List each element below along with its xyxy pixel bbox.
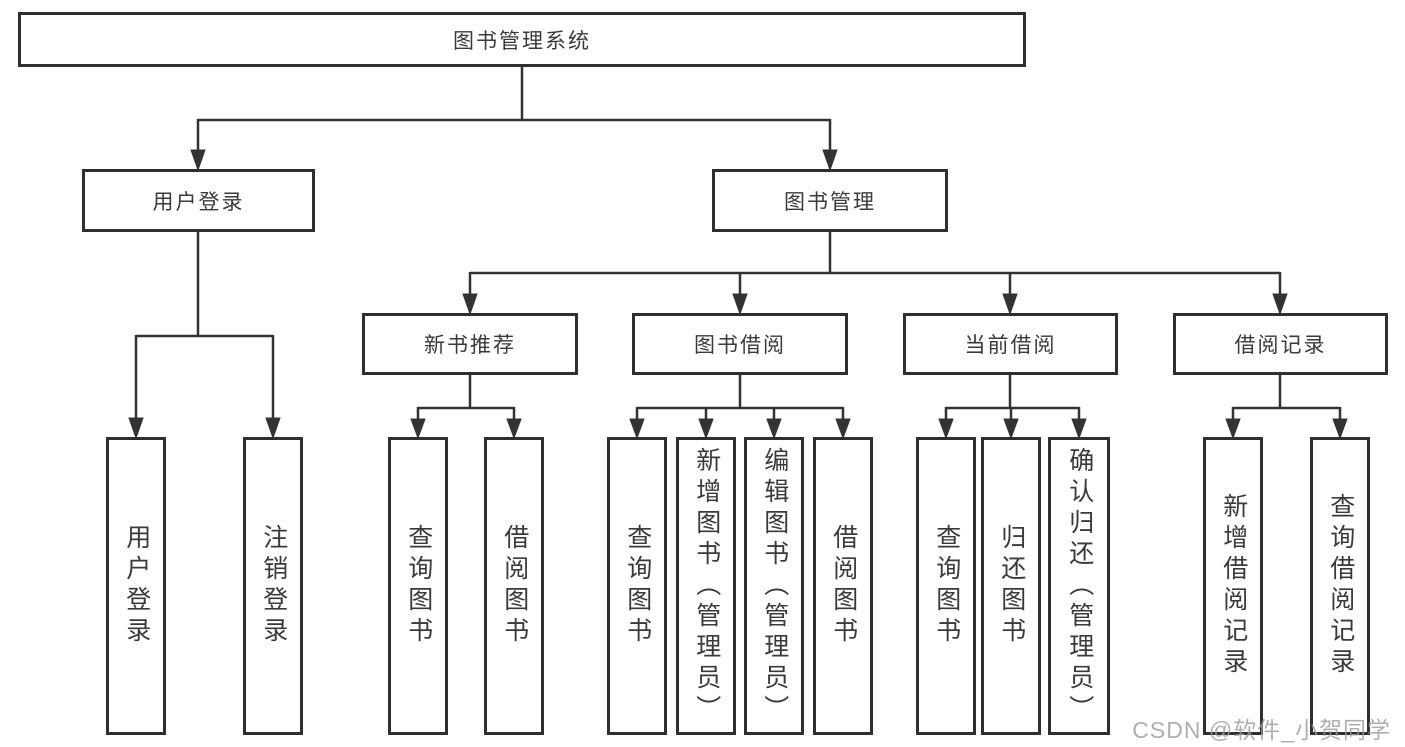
node-label: 归还图书 [997,524,1026,648]
arrow-down-icon [410,418,426,440]
watermark: CSDN @软件_小贺同学 [1132,717,1391,743]
connector-book-borrowing [629,375,851,440]
node-leaf-query-borrow-record: 查询借阅记录 [1310,437,1370,735]
node-label: 当前借阅 [964,334,1057,357]
node-label: 查询图书 [404,524,433,648]
node-leaf-user-login: 用户登录 [106,437,166,735]
connector-root-to-level2 [190,67,838,172]
arrow-down-icon [128,417,144,440]
connector-user-login [128,232,281,440]
connector-borrowing-records [1225,375,1348,440]
node-label: 图书管理 [784,190,876,214]
node-book-borrowing: 图书借阅 [632,313,848,375]
node-current-borrowing: 当前借阅 [903,313,1118,375]
arrow-down-icon [698,418,714,440]
node-leaf-logout: 注销登录 [243,437,303,735]
node-label: 用户登录 [152,190,245,214]
arrow-down-icon [190,149,206,172]
node-leaf-borrow-books-1: 借阅图书 [484,437,544,735]
arrow-down-icon [835,418,851,440]
arrow-down-icon [1002,293,1018,316]
node-label: 查询借阅记录 [1326,493,1355,679]
node-label: 确认归还（管理员） [1065,446,1094,726]
node-label: 查询图书 [932,524,961,648]
arrow-down-icon [732,293,748,316]
node-label: 新书推荐 [424,334,516,357]
connector-new-book-recommendation [410,375,522,440]
arrow-down-icon [265,417,281,440]
arrow-down-icon [1225,418,1241,440]
arrow-down-icon [938,418,954,440]
node-label: 借阅图书 [500,524,529,648]
node-label: 编辑图书（管理员） [760,446,789,726]
node-leaf-query-books-1: 查询图书 [388,437,448,735]
node-label: 借阅图书 [829,524,858,648]
node-label: 借阅记录 [1234,334,1327,357]
node-label: 新增借阅记录 [1219,493,1248,679]
node-leaf-edit-book-admin: 编辑图书（管理员） [744,437,804,735]
node-label: 图书管理系统 [453,29,591,53]
arrow-down-icon [1332,418,1348,440]
node-label: 用户登录 [122,524,151,648]
connector-book-management [462,232,1288,316]
arrow-down-icon [629,418,645,440]
node-leaf-add-book-admin: 新增图书（管理员） [676,437,736,735]
node-book-management: 图书管理 [712,169,948,232]
arrow-down-icon [1003,418,1019,440]
arrow-down-icon [506,418,522,440]
arrow-down-icon [1272,293,1288,316]
node-label: 注销登录 [259,524,288,648]
node-leaf-add-borrow-record: 新增借阅记录 [1203,437,1263,735]
node-leaf-confirm-return-admin: 确认归还（管理员） [1048,437,1110,735]
node-leaf-borrow-books-2: 借阅图书 [813,437,873,735]
node-leaf-return-books: 归还图书 [981,437,1041,735]
node-label: 查询图书 [623,524,652,648]
arrow-down-icon [462,293,478,316]
node-user-login: 用户登录 [82,169,315,232]
node-leaf-query-books-3: 查询图书 [916,437,976,735]
node-borrowing-records: 借阅记录 [1173,313,1388,375]
node-new-book-recommendation: 新书推荐 [362,313,578,375]
node-leaf-query-books-2: 查询图书 [607,437,667,735]
arrow-down-icon [1071,418,1087,440]
connector-current-borrowing [938,375,1087,440]
node-label: 新增图书（管理员） [692,446,721,726]
node-label: 图书借阅 [694,334,786,357]
arrow-down-icon [822,149,838,172]
arrow-down-icon [766,418,782,440]
node-library-management-system: 图书管理系统 [18,12,1026,67]
